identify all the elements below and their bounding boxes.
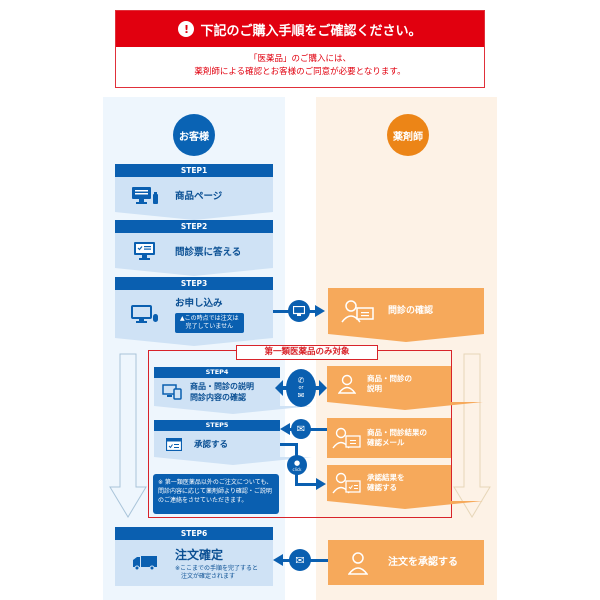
step-4: STEP4 商品・問診の説明 問診内容の確認 [154, 367, 312, 414]
step-3: STEP3 お申し込み ▲この時点では注文は 完了していません [115, 277, 273, 346]
step-label: STEP6 [115, 527, 273, 540]
arrow-left-icon [273, 554, 283, 566]
notice-title: 下記のご購入手順をご確認ください。 [200, 23, 422, 39]
step-label: STEP3 [115, 277, 273, 290]
pharmacist-monitor-icon [328, 298, 388, 324]
notice-body: 「医薬品」のご購入には、 薬剤師による確認とお客様のご同意が必要となります。 [116, 47, 484, 79]
pharmacist-role-badge: 薬剤師 [387, 114, 429, 156]
pharmacist-icon [327, 374, 367, 394]
mouse-icon: ● [293, 458, 301, 467]
step-title: 商品ページ [175, 190, 223, 202]
exclamation-icon: ! [178, 21, 195, 37]
not-complete-badge: ▲この時点では注文は 完了していません [175, 313, 244, 333]
card-title: 問診の確認 [388, 306, 434, 316]
arrow-right-icon [315, 305, 325, 317]
monitor-bottle-icon [115, 185, 175, 205]
step-label: STEP5 [154, 420, 280, 431]
arrow-right-icon [316, 478, 326, 490]
step-title: 問診票に答える [175, 246, 242, 258]
pharmacist-card-2: 商品・問診の 説明 [327, 366, 483, 410]
first-class-drug-label: 第一類医薬品のみ対象 [236, 345, 378, 360]
step-label: STEP1 [115, 164, 273, 177]
card-title: 注文を承認する [388, 556, 458, 568]
connector-line [280, 443, 297, 446]
notice-line-1: 「医薬品」のご購入には、 [248, 54, 351, 64]
phone-or-mail-icon: ✆ or ✉ [286, 369, 316, 407]
other-drugs-note: ※ 第一類医薬品以外のご注文についても、 問診内容に応じて薬剤師より確認・ご説明… [153, 474, 279, 514]
pharmacist-icon [328, 551, 388, 575]
truck-icon [115, 555, 175, 571]
step-5: STEP5 承認する [154, 420, 312, 465]
step-label: STEP2 [115, 220, 273, 233]
window-check-icon [154, 437, 194, 451]
step-note: ※ここまでの手順を完了すると 注文が確定されます [175, 564, 259, 580]
step-1: STEP1 商品ページ [115, 164, 273, 220]
arrow-left-icon [280, 423, 290, 435]
step-label: STEP4 [154, 367, 280, 378]
mail-icon: ✉ [289, 549, 311, 571]
monitor-mouse-icon [115, 304, 175, 324]
monitor-icon [288, 300, 310, 322]
mail-icon: ✉ [291, 419, 311, 439]
questionnaire-monitor-icon [115, 241, 175, 261]
step-6: STEP6 注文確定 ※ここまでの手順を完了すると 注文が確定されます [115, 527, 273, 586]
click-icon: ● click [287, 455, 307, 475]
pharmacist-card-4: 承認結果を 確認する [327, 465, 483, 509]
step-title-line-1: 商品・問診の説明 [190, 382, 254, 391]
mail-icon: ✉ [297, 391, 305, 400]
notice-header: ! 下記のご購入手順をご確認ください。 [116, 11, 484, 47]
pharmacist-card-1: 問診の確認 [328, 288, 484, 342]
connector-line [295, 483, 320, 486]
monitor-tablet-icon [154, 384, 190, 400]
step-title: 注文確定 [175, 547, 224, 562]
pharmacist-card-5: 注文を承認する [328, 540, 484, 585]
phone-icon: ✆ [297, 376, 305, 385]
step-title: 承認する [194, 440, 229, 450]
pharmacist-card-3: 商品・問診結果の 確認メール [327, 418, 451, 458]
step-title-line-2: 問診内容の確認 [190, 393, 246, 402]
left-flow-arrow-icon [109, 353, 147, 518]
customer-role-badge: お客様 [173, 114, 215, 156]
step-2: STEP2 問診票に答える [115, 220, 273, 276]
pharmacist-window-icon [327, 472, 367, 494]
notice-line-2: 薬剤師による確認とお客様のご同意が必要となります。 [194, 67, 406, 77]
pharmacist-window-icon [327, 427, 367, 449]
right-flow-arrow-icon [453, 353, 491, 518]
step-title: お申し込み [175, 298, 223, 309]
notice-box: ! 下記のご購入手順をご確認ください。 「医薬品」のご購入には、 薬剤師による確… [115, 10, 485, 88]
